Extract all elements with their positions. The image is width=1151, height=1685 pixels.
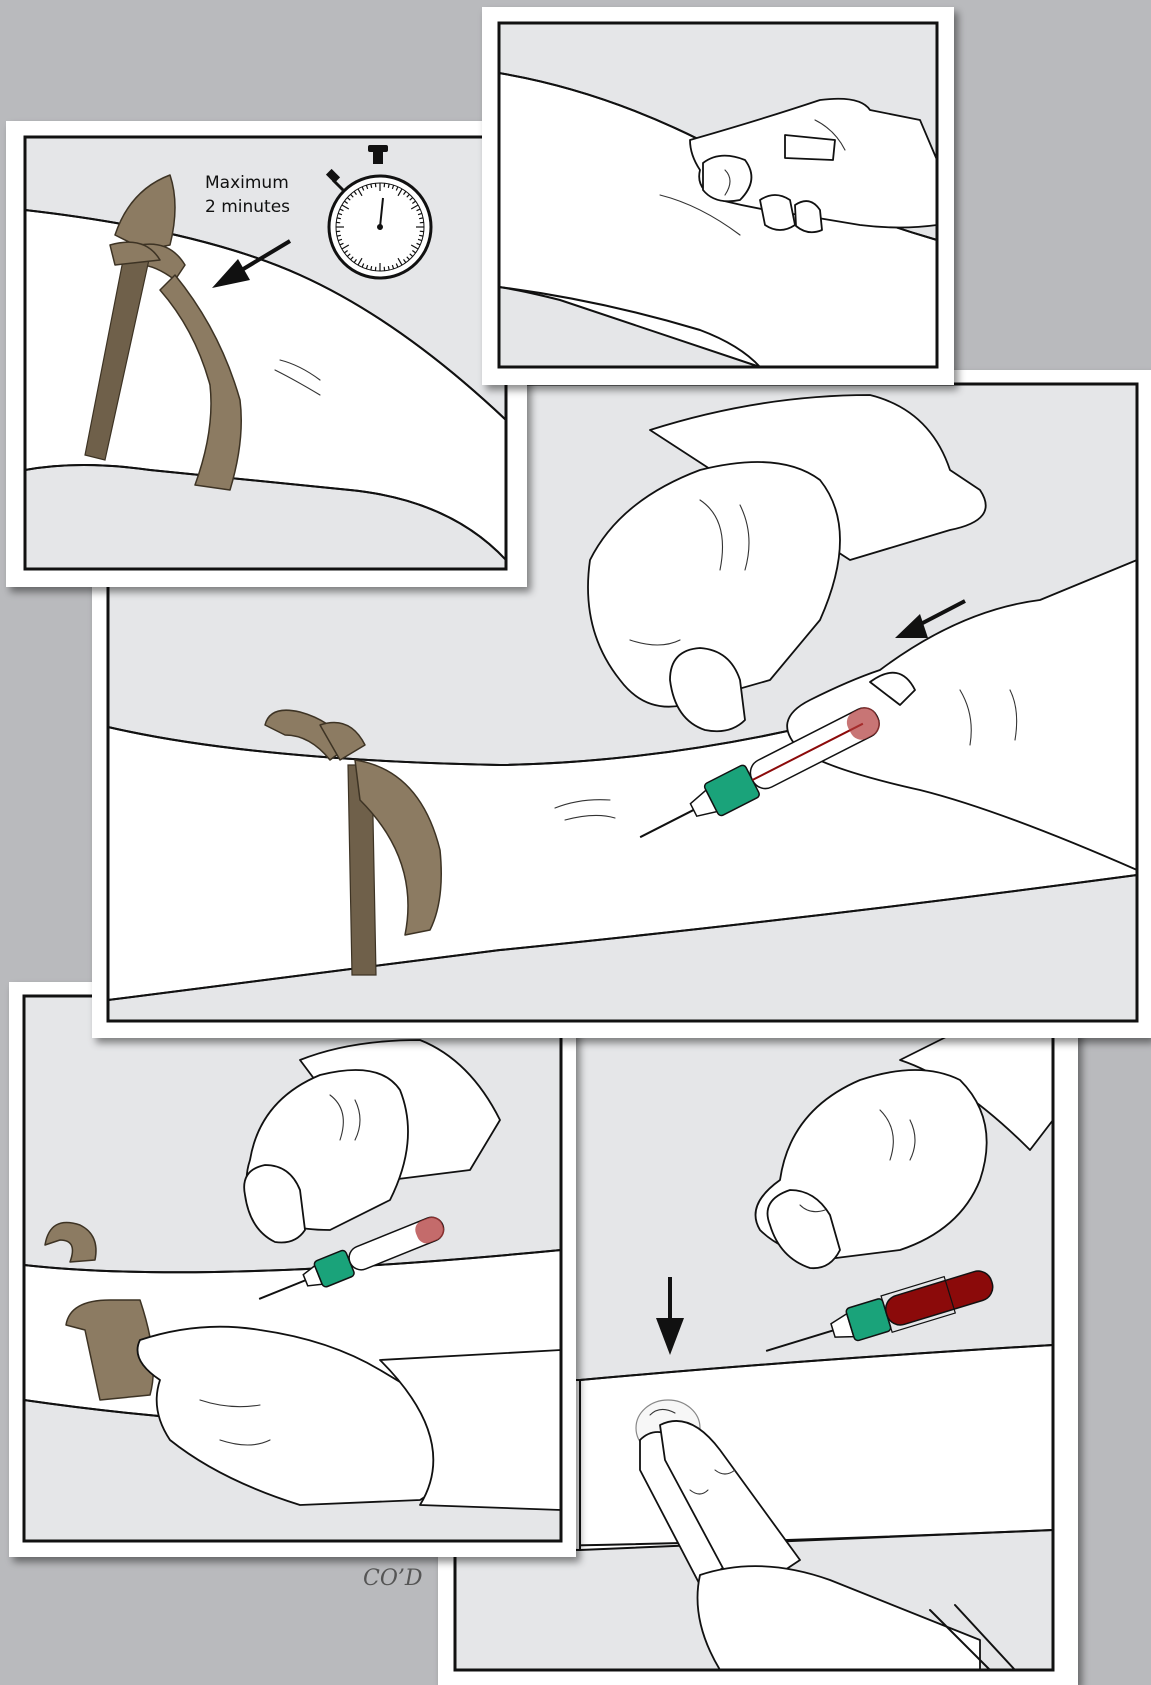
stopwatch-tick bbox=[419, 218, 423, 219]
stopwatch-tick bbox=[388, 266, 389, 270]
label-maximum: Maximum bbox=[205, 173, 289, 193]
artist-signature: CO’D bbox=[363, 1566, 423, 1591]
stopwatch-tick bbox=[371, 266, 372, 270]
stopwatch-tick bbox=[371, 184, 372, 188]
stopwatch-tick bbox=[419, 235, 423, 236]
panel-palpate bbox=[482, 7, 954, 385]
label-two-minutes: 2 minutes bbox=[205, 197, 290, 217]
panel-tourniquet: Maximum 2 minutes bbox=[6, 121, 527, 587]
stopwatch-tick bbox=[337, 218, 341, 219]
panel-release bbox=[9, 982, 576, 1557]
stopwatch-tick bbox=[388, 184, 389, 188]
stopwatch-tick bbox=[337, 235, 341, 236]
